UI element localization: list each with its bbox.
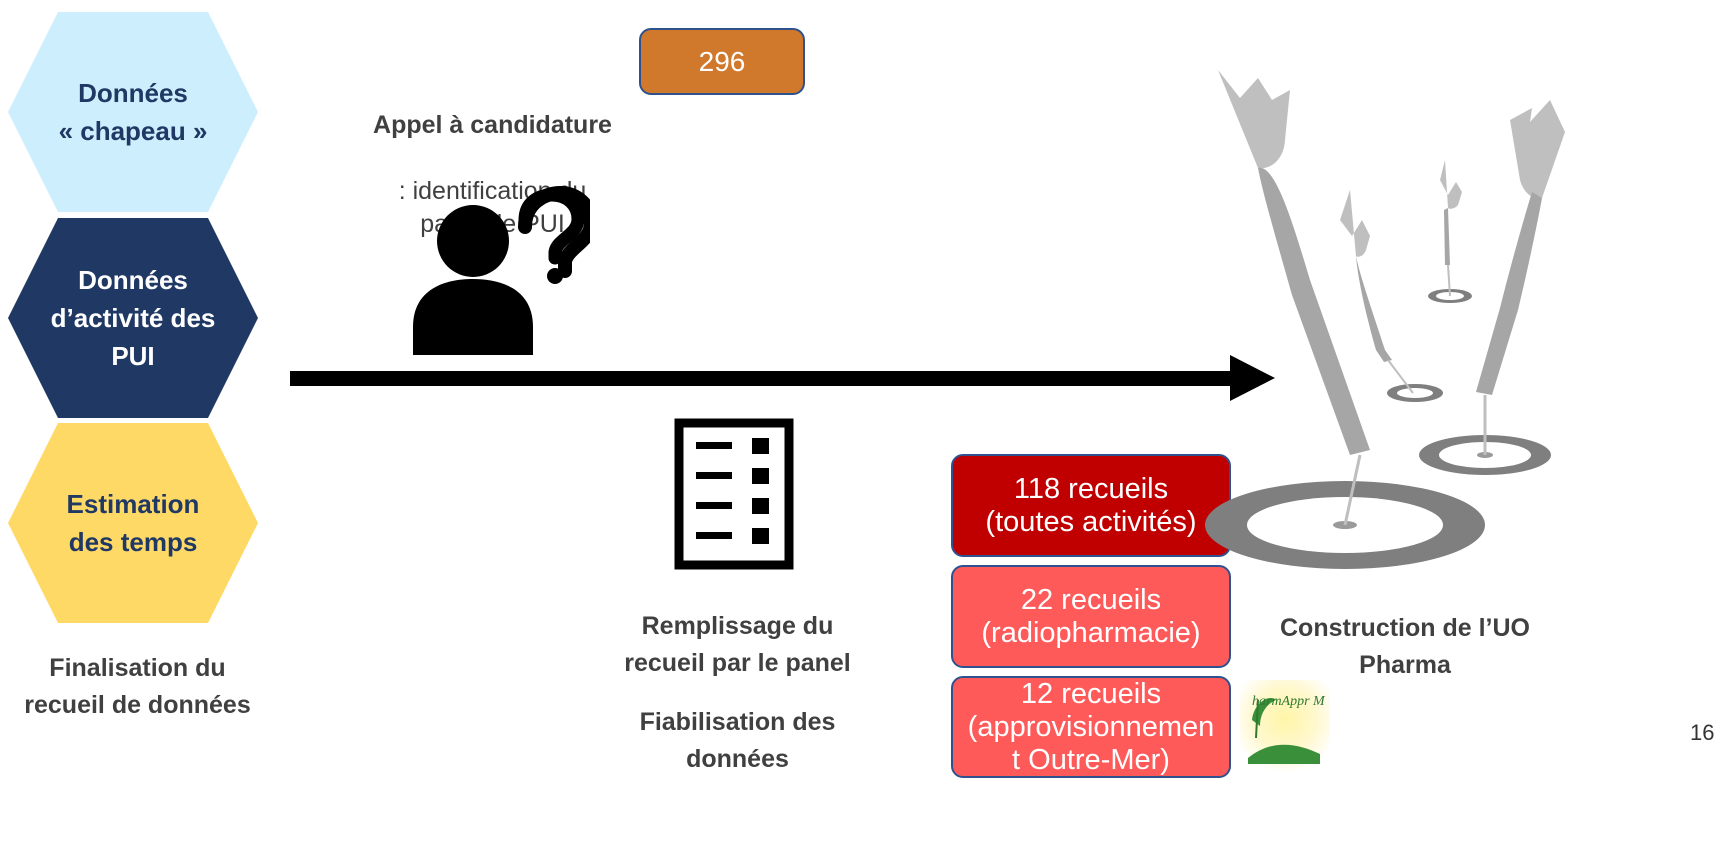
hexagon-label: Estimation des temps <box>66 489 200 557</box>
finalisation-label: Finalisation du recueil de données <box>24 654 251 719</box>
fiabilisation-label: Fiabilisation des données <box>639 708 836 773</box>
timeline-arrow <box>290 355 1275 401</box>
hexagon-estimation-temps: Estimation des temps <box>8 423 258 623</box>
recueils-text: 22 recueils (radiopharmacie) <box>981 583 1201 649</box>
darts-target-icon <box>1205 70 1565 569</box>
appel-title: Appel à candidature <box>373 111 612 139</box>
pharmappro-logo: harmAppr M <box>1240 680 1330 776</box>
page-number: 16 <box>1690 720 1715 745</box>
recueils-text: 118 recueils (toutes activités) <box>985 472 1197 538</box>
hexagon-label: Données d’activité des PUI <box>50 265 216 371</box>
construction-label: Construction de l’UO Pharma <box>1280 614 1530 679</box>
remplissage-label: Remplissage du recueil par le panel <box>624 612 851 677</box>
count-value: 296 <box>698 46 746 77</box>
count-box-296: 296 <box>639 28 805 95</box>
recueils-text: 12 recueils (approvisionnemen t Outre-Me… <box>967 677 1215 776</box>
hexagon-donnees-activite: Données d’activité des PUI <box>8 218 258 418</box>
recueils-box-radiopharmacie: 22 recueils (radiopharmacie) <box>951 565 1231 668</box>
logo-leaf-icon <box>1248 698 1320 764</box>
recueils-box-toutes-activites: 118 recueils (toutes activités) <box>951 454 1231 557</box>
checklist-icon <box>674 418 794 570</box>
logo-text: harmAppr M <box>1252 694 1325 709</box>
recueils-box-outre-mer: 12 recueils (approvisionnemen t Outre-Me… <box>951 676 1231 778</box>
question-mark-icon <box>518 190 585 284</box>
hexagon-donnees-chapeau: Données « chapeau » <box>8 12 258 212</box>
hexagon-label: Données « chapeau » <box>58 78 208 146</box>
